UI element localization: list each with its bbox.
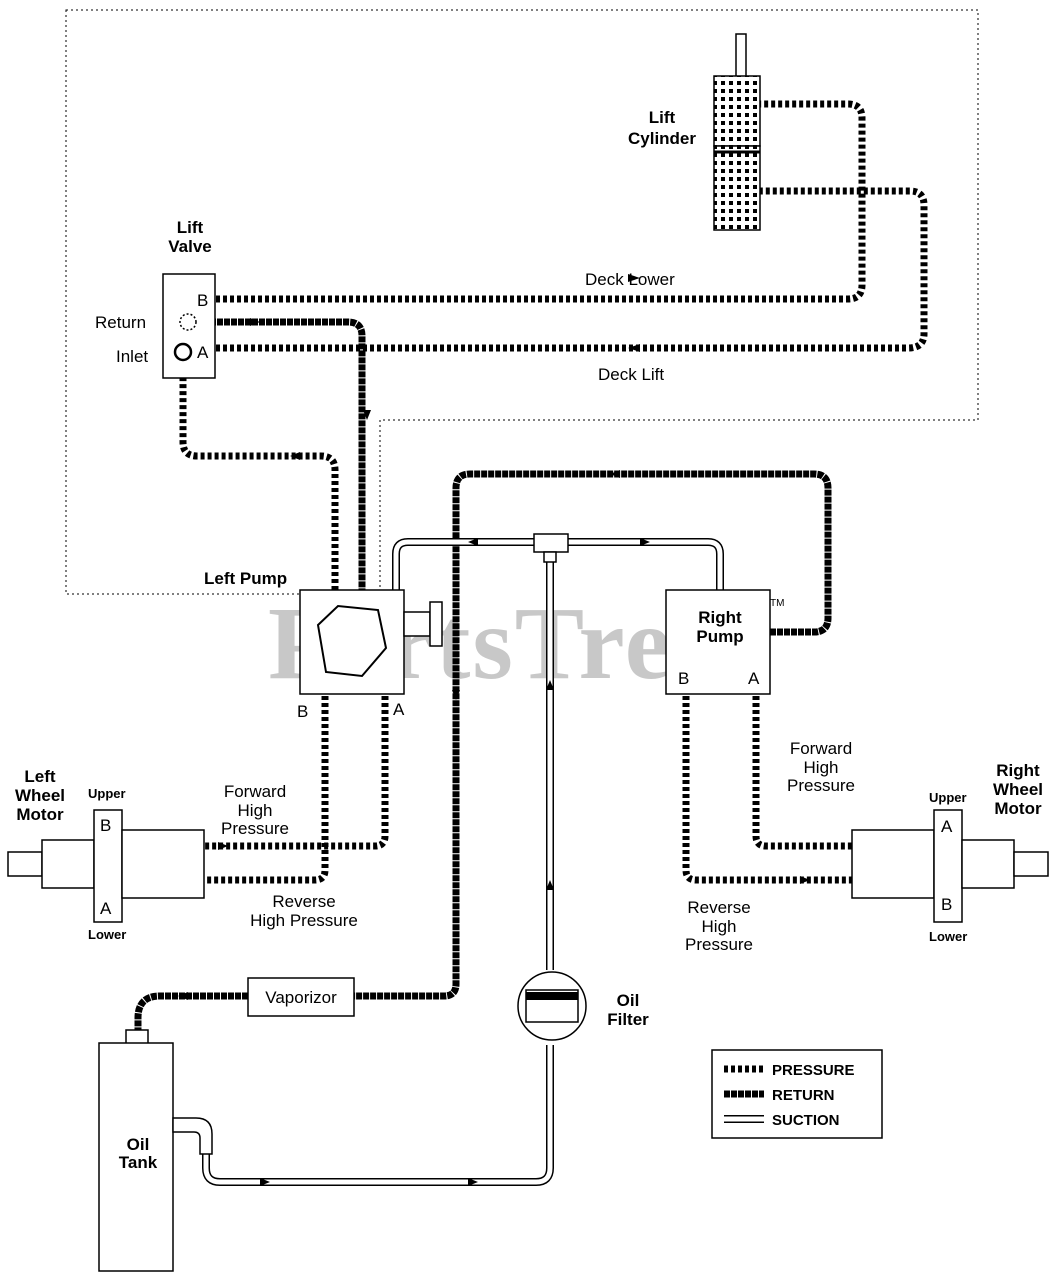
- valve-inlet-label: Inlet: [116, 347, 148, 366]
- suction-line-core: [203, 1045, 553, 1185]
- valve-port-b: B: [197, 291, 208, 310]
- right-motor-lower: Lower: [929, 929, 967, 944]
- lift-valve[interactable]: [162, 273, 216, 379]
- left-motor-lower: Lower: [88, 927, 126, 942]
- right-wheel-motor[interactable]: [851, 809, 1049, 923]
- left-motor-port-a: A: [100, 899, 112, 918]
- valve-port-a: A: [197, 343, 209, 362]
- legend-pressure: PRESSURE: [772, 1062, 855, 1079]
- flow-arrows: [178, 274, 810, 1186]
- suction-line-core: [393, 539, 534, 590]
- right-pump-port-b: B: [678, 669, 689, 688]
- legend-suction: SUCTION: [772, 1112, 840, 1129]
- suction-tee: [533, 533, 569, 563]
- right-pump-port-a: A: [748, 669, 760, 688]
- vaporizor[interactable]: [247, 977, 355, 1017]
- left-pump[interactable]: [299, 589, 443, 695]
- left-motor-upper: Upper: [88, 786, 126, 801]
- hydraulic-lines: [108, 100, 948, 1186]
- suction-line-core: [568, 539, 723, 590]
- lift-system-boundary: [65, 9, 979, 595]
- right-pump[interactable]: [665, 589, 771, 695]
- legend-return: RETURN: [772, 1087, 835, 1104]
- left-motor-port-b: B: [100, 816, 111, 835]
- return-lines: [134, 318, 832, 1043]
- right-motor-port-b: B: [941, 895, 952, 914]
- left-pump-label: Left Pump: [204, 569, 287, 588]
- left-pump-port-a: A: [393, 700, 405, 719]
- lift-cylinder[interactable]: [713, 33, 761, 231]
- deck-lower-label: Deck Lower: [585, 270, 675, 289]
- right-motor-upper: Upper: [929, 790, 967, 805]
- oil-tank[interactable]: [98, 1029, 213, 1272]
- oil-filter[interactable]: [517, 971, 587, 1041]
- deck-lift-label: Deck Lift: [598, 365, 664, 384]
- left-wheel-motor[interactable]: [7, 809, 205, 923]
- watermark-tm: TM: [770, 598, 784, 609]
- pressure-lines: [108, 100, 948, 884]
- legend: PRESSURE RETURN SUCTION: [711, 1049, 883, 1139]
- suction-lines: [202, 538, 724, 1186]
- valve-return-label: Return: [95, 313, 146, 332]
- vaporizor-label: Vaporizor: [265, 988, 337, 1007]
- right-motor-port-a: A: [941, 817, 953, 836]
- left-pump-port-b: B: [297, 702, 308, 721]
